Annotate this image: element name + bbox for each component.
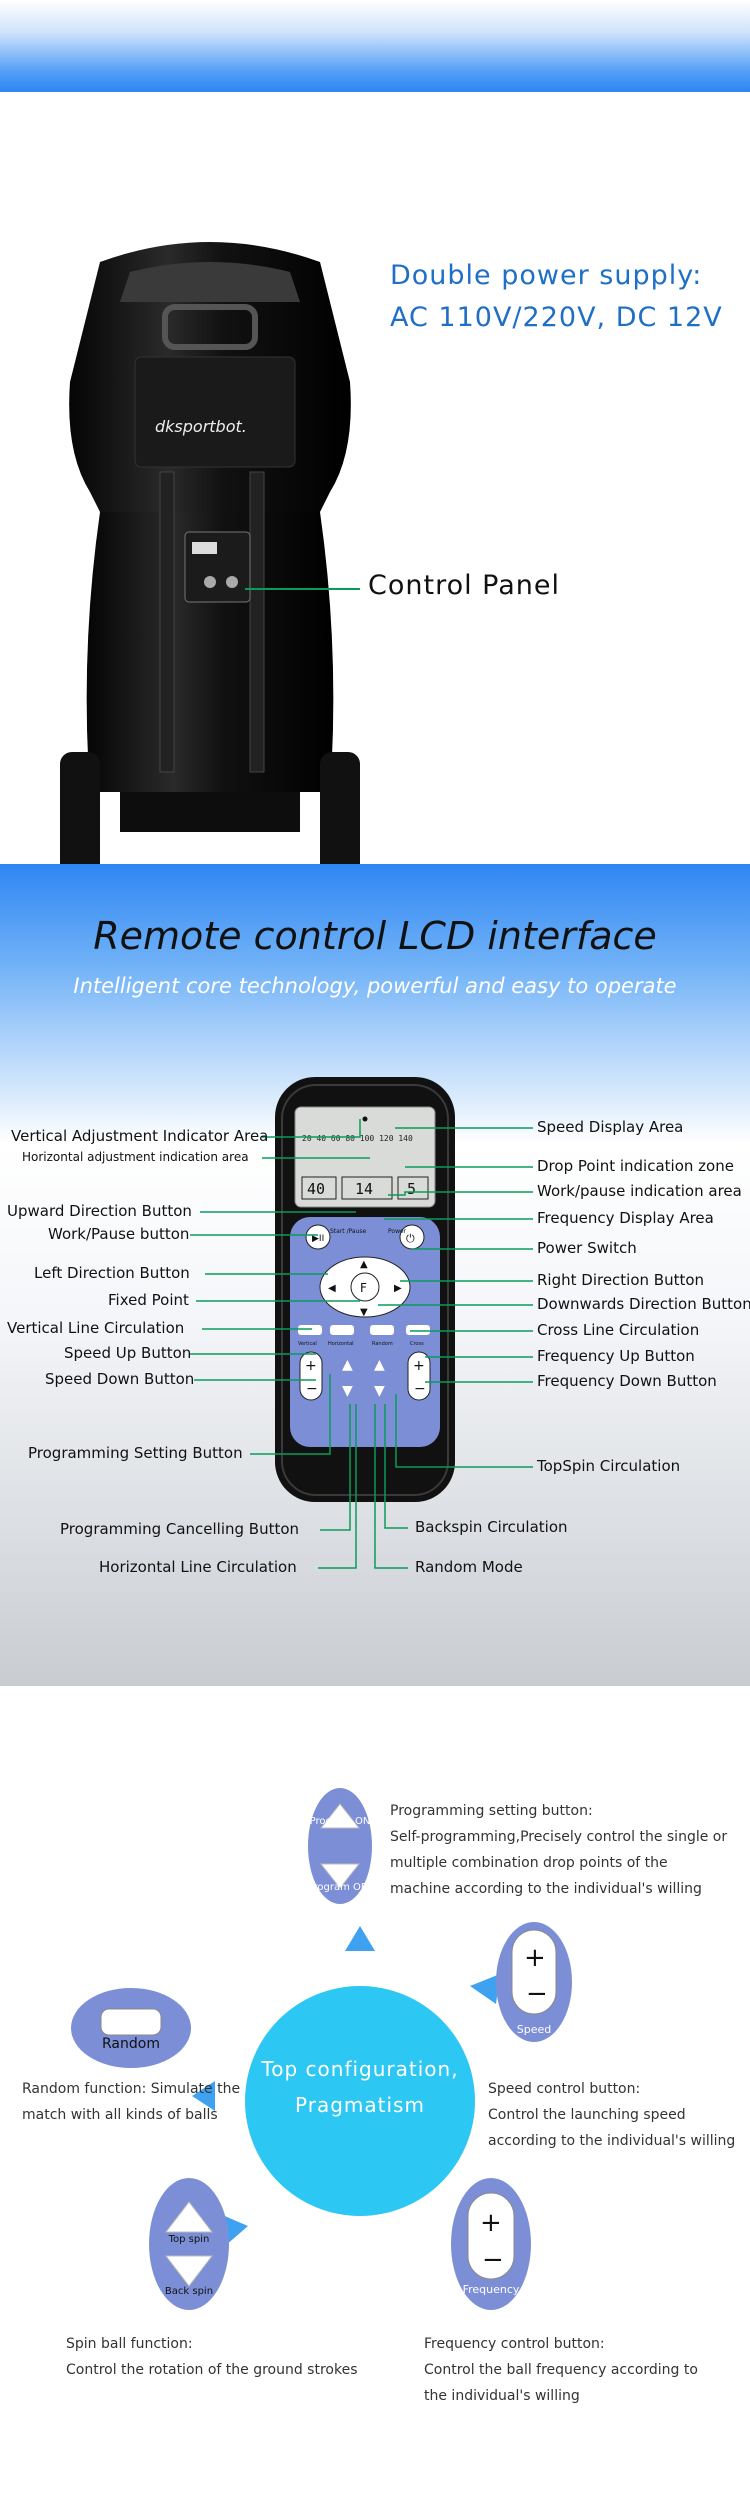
label-vertical-circulation: Vertical Line Circulation	[7, 1319, 185, 1337]
label-horizontal-adjust-area: Horizontal adjustment indication area	[22, 1150, 249, 1164]
label-frequency-down: Frequency Down Button	[537, 1372, 717, 1390]
top-gradient-band	[0, 0, 750, 92]
svg-text:−: −	[526, 1979, 548, 2009]
random-btn-label: Random	[102, 2036, 160, 2052]
svg-text:⏻: ⏻	[406, 1232, 415, 1245]
svg-text:▲: ▲	[360, 1259, 368, 1270]
label-drop-point-zone: Drop Point indication zone	[537, 1157, 734, 1175]
backspin-btn-label: Back spin	[164, 2286, 214, 2297]
program-off-label: Program OFF	[307, 1882, 373, 1893]
svg-text:+: +	[413, 1358, 425, 1374]
svg-text:▼: ▼	[360, 1307, 368, 1318]
center-line2: Pragmatism	[295, 2093, 425, 2117]
label-frequency-up: Frequency Up Button	[537, 1347, 695, 1365]
label-topspin-circulation: TopSpin Circulation	[537, 1457, 681, 1475]
label-speed-up: Speed Up Button	[64, 1344, 192, 1362]
label-horizontal-circulation: Horizontal Line Circulation	[99, 1558, 297, 1576]
svg-text:5: 5	[407, 1180, 416, 1198]
label-speed-down: Speed Down Button	[45, 1370, 195, 1388]
svg-text:14: 14	[355, 1180, 373, 1198]
svg-text:−: −	[482, 2245, 504, 2275]
program-on-label: Program ON	[309, 1816, 371, 1827]
remote-subtitle: Intelligent core technology, powerful an…	[73, 974, 677, 998]
svg-text:Random: Random	[372, 1341, 393, 1347]
machine-section: Double power supply: AC 110V/220V, DC 12…	[0, 92, 750, 882]
label-backspin-circulation: Backspin Circulation	[415, 1518, 568, 1536]
svg-text:+: +	[524, 1943, 546, 1973]
svg-text:Vertical: Vertical	[298, 1341, 317, 1347]
features-section: + − + − Top configuration, Pragmatism Pr…	[0, 1686, 750, 2513]
label-downward-button: Downwards Direction Button	[537, 1295, 750, 1313]
power-title: Double power supply:	[390, 260, 703, 291]
label-fixed-point: Fixed Point	[108, 1291, 189, 1309]
ball-machine-image: dksportbot.	[60, 242, 360, 882]
center-slogan: Top configuration, Pragmatism	[245, 2051, 475, 2123]
svg-text:▲: ▲	[342, 1357, 353, 1373]
label-left-button: Left Direction Button	[34, 1264, 190, 1282]
label-upward-button: Upward Direction Button	[7, 1202, 192, 1220]
svg-text:+: +	[305, 1358, 317, 1374]
svg-text:20 40 60 80 100 120 140: 20 40 60 80 100 120 140	[302, 1134, 413, 1143]
speed-title: Speed control button:	[488, 2081, 641, 2097]
frequency-title: Frequency control button:	[424, 2336, 605, 2352]
label-work-pause-button: Work/Pause button	[48, 1225, 190, 1243]
svg-text:Horizontal: Horizontal	[328, 1341, 354, 1347]
svg-text:Power: Power	[388, 1228, 407, 1235]
svg-text:40: 40	[307, 1180, 325, 1198]
label-right-button: Right Direction Button	[537, 1271, 705, 1289]
speed-desc: Control the launching speed according to…	[488, 2107, 736, 2149]
power-spec: AC 110V/220V, DC 12V	[390, 302, 723, 333]
brand-logo: dksportbot.	[155, 417, 247, 436]
control-panel-label: Control Panel	[368, 570, 561, 601]
svg-text:F: F	[360, 1281, 367, 1295]
program-desc: Self-programming,Precisely control the s…	[390, 1829, 728, 1897]
random-desc: Random function: Simulate the match with…	[22, 2081, 241, 2123]
speed-btn-label: Speed	[516, 2023, 552, 2036]
label-connectors	[190, 1119, 533, 1569]
frequency-btn-label: Frequency	[462, 2283, 520, 2296]
remote-section: Remote control LCD interface Intelligent…	[0, 864, 750, 1686]
spin-desc: Control the rotation of the ground strok…	[66, 2362, 358, 2378]
svg-text:▶II: ▶II	[312, 1234, 324, 1244]
remote-title: Remote control LCD interface	[93, 914, 657, 958]
topspin-btn-label: Top spin	[168, 2234, 210, 2245]
label-power-switch: Power Switch	[537, 1239, 637, 1257]
svg-text:−: −	[306, 1381, 318, 1397]
program-title: Programming setting button:	[390, 1803, 593, 1819]
speed-desc-block: Speed control button: Control the launch…	[488, 2076, 738, 2154]
svg-text:▶: ▶	[394, 1283, 402, 1294]
remote-control-image: 20 40 60 80 100 120 140 40 14 5 ▶II ⏻ St…	[275, 1077, 455, 1502]
svg-text:+: +	[480, 2208, 502, 2238]
frequency-desc: Control the ball frequency according to …	[424, 2362, 698, 2404]
svg-text:▼: ▼	[374, 1383, 385, 1399]
label-frequency-display: Frequency Display Area	[537, 1209, 714, 1227]
label-random-mode: Random Mode	[415, 1558, 523, 1576]
program-desc-block: Programming setting button: Self-program…	[390, 1798, 730, 1902]
svg-text:▲: ▲	[374, 1357, 385, 1373]
spin-title: Spin ball function:	[66, 2336, 193, 2352]
label-programming-setting: Programming Setting Button	[28, 1444, 243, 1462]
feature-diagram: + − + −	[71, 1788, 572, 2310]
label-programming-cancelling: Programming Cancelling Button	[60, 1520, 300, 1538]
label-speed-display: Speed Display Area	[537, 1118, 684, 1136]
label-work-pause-area: Work/pause indication area	[537, 1182, 742, 1200]
label-cross-circulation: Cross Line Circulation	[537, 1321, 700, 1339]
center-line1: Top configuration,	[261, 2057, 459, 2081]
svg-text:◀: ◀	[328, 1283, 336, 1294]
label-vertical-adjust-area: Vertical Adjustment Indicator Area	[11, 1127, 269, 1145]
frequency-desc-block: Frequency control button: Control the ba…	[424, 2331, 724, 2409]
svg-text:−: −	[414, 1381, 426, 1397]
panel-pointer-line	[245, 588, 360, 590]
svg-text:Start /Pause: Start /Pause	[330, 1228, 367, 1235]
svg-text:Cross: Cross	[410, 1341, 424, 1347]
spin-desc-block: Spin ball function: Control the rotation…	[66, 2331, 366, 2383]
svg-text:▼: ▼	[342, 1383, 353, 1399]
